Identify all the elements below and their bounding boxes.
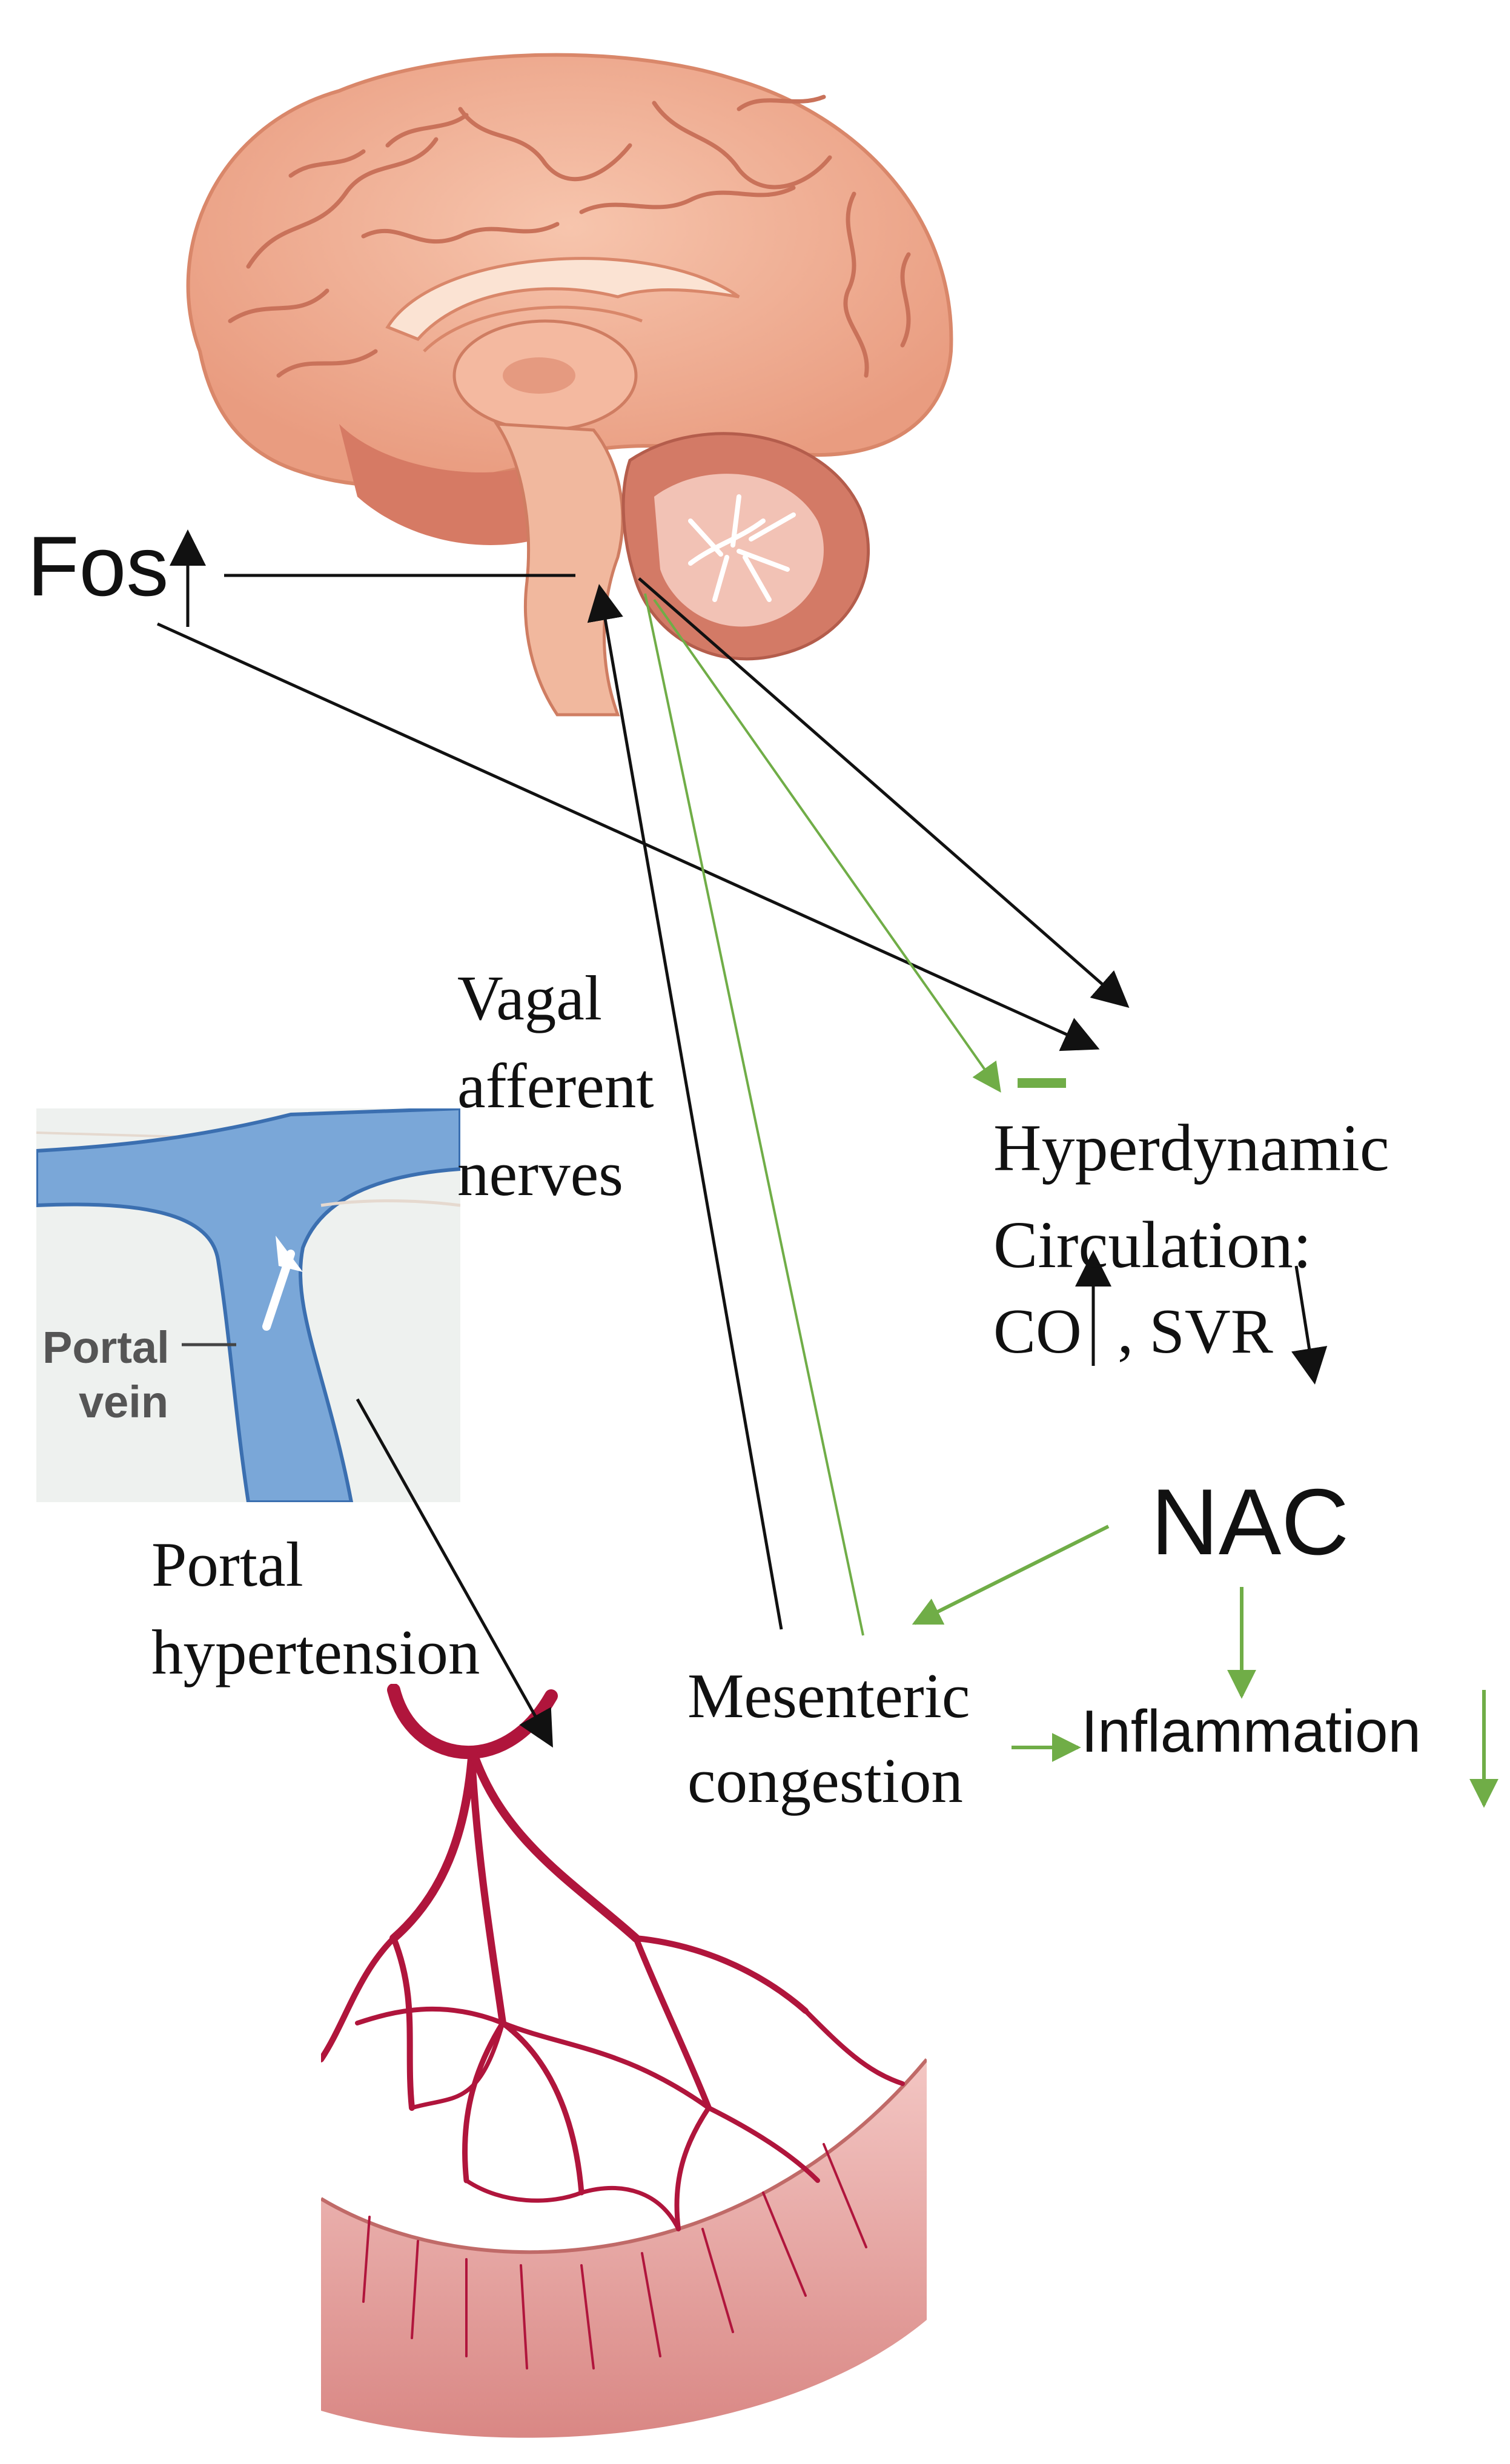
arrow-fos-to-hyperdynamic [156, 622, 1100, 1052]
vagal-label-line1: Vagal [457, 962, 603, 1033]
inhibition-bar [1018, 1078, 1066, 1088]
nac-label: NAC [1151, 1469, 1349, 1574]
portal-vein-illustration-icon: Portal vein [36, 1108, 460, 1502]
portal-label-line1: Portal [151, 1529, 303, 1600]
mesenteric-congestion-label: Mesenteric congestion [687, 1654, 970, 1823]
mesenteric-label-line2: congestion [687, 1745, 963, 1816]
line-green-mesenteric-to-brainstem [644, 593, 864, 1636]
portal-hypertension-label: Portal hypertension [151, 1520, 480, 1696]
vagal-label-line2: afferent [457, 1050, 654, 1121]
portal-label-line2: hypertension [151, 1617, 480, 1687]
fos-label: Fos [27, 518, 169, 614]
mesenteric-label-line1: Mesenteric [687, 1660, 970, 1731]
hyperdynamic-circulation-label: Hyperdynamic Circulation: [993, 1099, 1389, 1293]
arrow-green-brainstem-to-hyperdynamic [653, 598, 1001, 1093]
inflammation-label: Inflammation [1081, 1698, 1422, 1764]
svr-label: , SVR [1118, 1296, 1273, 1366]
brain-illustration-icon [186, 53, 953, 717]
vagal-label-line3: nerves [457, 1138, 624, 1209]
arrow-portalvein-to-mesentery [356, 1398, 553, 1748]
hyper-label-line1: Hyperdynamic [993, 1111, 1389, 1185]
co-label: CO [993, 1296, 1082, 1366]
arrow-brainstem-to-hyperdynamic [638, 577, 1130, 1008]
arrow-mesenteric-to-brainstem [587, 584, 783, 1630]
portal-vein-label-line1: Portal [42, 1322, 170, 1373]
portal-vein-label-line2: vein [79, 1377, 168, 1427]
down-arrow-svr [1291, 1265, 1328, 1385]
vagal-afferent-nerves-label: Vagal afferent nerves [457, 954, 654, 1217]
arrow-nac-to-mesenteric [912, 1525, 1110, 1625]
hyper-label-line2: Circulation: [993, 1208, 1312, 1282]
